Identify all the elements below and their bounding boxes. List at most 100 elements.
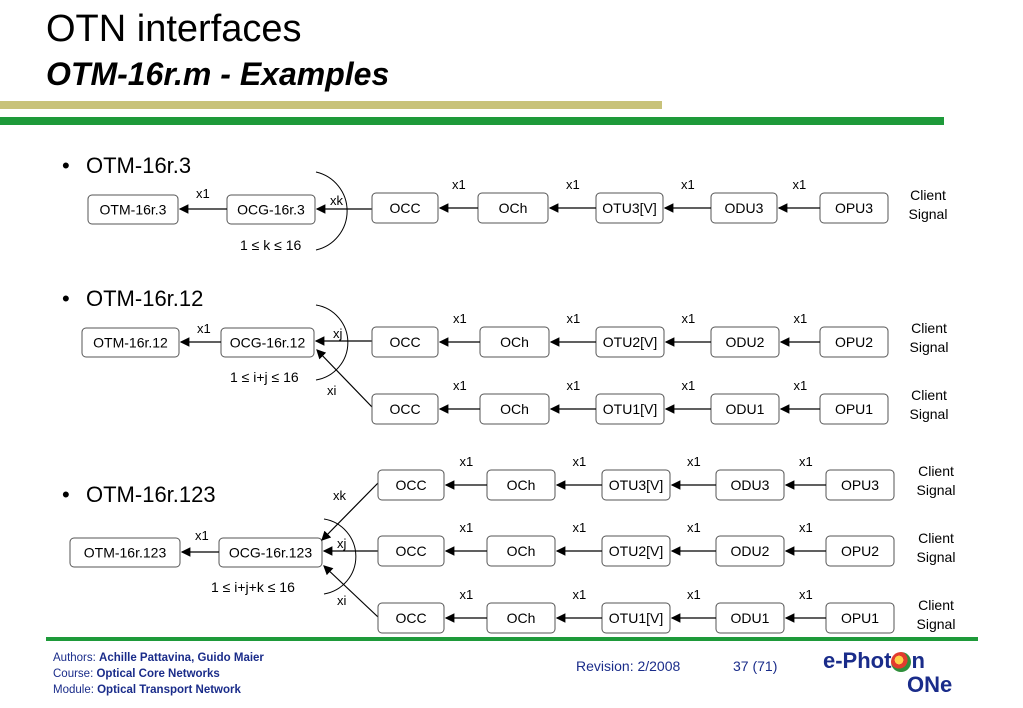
- ex2b-client-label: Signal: [910, 406, 949, 422]
- ex2a-opu2-label: OPU2: [835, 334, 873, 350]
- ex2a-otu2v-label: OTU2[V]: [603, 334, 657, 350]
- ex2a-client-label: Client: [911, 320, 947, 336]
- ex3b-client-label: Client: [918, 530, 954, 546]
- ex3c-och-label: OCh: [507, 610, 536, 626]
- ex3c-occ-label: OCC: [395, 610, 426, 626]
- ex3a-otu3v-label: OTU3[V]: [609, 477, 663, 493]
- revision: Revision: 2/2008: [576, 658, 681, 674]
- ex3a-occ-box: [377, 469, 445, 501]
- ex1-mult-label: x1: [566, 177, 580, 192]
- ex1-client-label: Client: [910, 187, 946, 203]
- module-label: Module:: [53, 684, 98, 696]
- ex2b-otu1v-label: OTU1[V]: [603, 401, 657, 417]
- ex2b-mult-label: x1: [682, 378, 696, 393]
- ex2-otm-box: [81, 327, 180, 358]
- ex2b-odu1-label: ODU1: [726, 401, 765, 417]
- ex2-arrow-i: [316, 349, 373, 408]
- ex1-otm-label: OTM-16r.3: [100, 202, 167, 218]
- ex3-mult-i: xi: [337, 593, 347, 608]
- ex2b-occ-label: OCC: [389, 401, 420, 417]
- ex1-otm-box: [87, 194, 179, 225]
- ex2a-mult-label: x1: [682, 311, 696, 326]
- ex1-occ-label: OCC: [389, 200, 420, 216]
- ex3a-mult-label: x1: [687, 454, 701, 469]
- ex3-range: 1 ≤ i+j+k ≤ 16: [211, 579, 295, 595]
- ex3c-mult-label: x1: [687, 587, 701, 602]
- ex2-ocg-label: OCG-16r.12: [230, 335, 306, 351]
- bullet-otm-16r12: •OTM-16r.12: [62, 286, 204, 311]
- ex2b-mult-label: x1: [567, 378, 581, 393]
- page-number: 37 (71): [733, 658, 778, 674]
- bullet-otm-16r3: •OTM-16r.3: [62, 153, 192, 178]
- ex2b-client-label: Client: [911, 387, 947, 403]
- ex1-odu3-label: ODU3: [725, 200, 764, 216]
- ex3a-mult-label: x1: [573, 454, 587, 469]
- ex3-otm-label: OTM-16r.123: [84, 545, 167, 561]
- ex1-client-label: Signal: [909, 206, 948, 222]
- module: Optical Transport Network: [97, 684, 241, 696]
- ex2-mult-i: xi: [327, 383, 337, 398]
- ex3c-odu1-label: ODU1: [731, 610, 770, 626]
- ex1-och-label: OCh: [499, 200, 528, 216]
- ex3a-och-label: OCh: [507, 477, 536, 493]
- title-underline-yellow: [0, 101, 662, 109]
- footer-credits: Authors: Achille Pattavina, Guido Maier …: [53, 650, 264, 698]
- ex3-arrow-i: [323, 565, 379, 618]
- bullet-label: OTM-16r.12: [86, 286, 204, 311]
- ex3b-occ-box: [377, 535, 445, 567]
- ex3b-mult-label: x1: [799, 520, 813, 535]
- ex3-range-arc: [323, 518, 357, 595]
- ex2b-opu1-label: OPU1: [835, 401, 873, 417]
- ex3-mult-j: xj: [337, 536, 347, 551]
- bullet-label: OTM-16r.123: [86, 482, 216, 507]
- ex3b-opu2-label: OPU2: [841, 543, 879, 559]
- ex1-range-arc: [315, 171, 348, 251]
- bullet-otm-16r123: •OTM-16r.123: [62, 482, 216, 507]
- ex3-mult-left: x1: [195, 528, 209, 543]
- ex2b-occ-box: [371, 393, 439, 425]
- ex2a-mult-label: x1: [567, 311, 581, 326]
- ex3c-client-label: Signal: [917, 616, 956, 632]
- ex2a-occ-box: [371, 326, 439, 358]
- ex2b-och-label: OCh: [500, 401, 529, 417]
- ex3b-client-label: Signal: [917, 549, 956, 565]
- ex2a-odu2-label: ODU2: [726, 334, 765, 350]
- ex2b-mult-label: x1: [794, 378, 808, 393]
- ex3a-opu3-label: OPU3: [841, 477, 879, 493]
- ex3a-client-label: Signal: [917, 482, 956, 498]
- page-subtitle: OTM-16r.m - Examples: [46, 56, 390, 92]
- ex3b-mult-label: x1: [460, 520, 474, 535]
- ex3-mult-k: xk: [333, 488, 347, 503]
- ex1-mult-left: x1: [196, 186, 210, 201]
- ex2a-mult-label: x1: [794, 311, 808, 326]
- bullet-label: OTM-16r.3: [86, 153, 192, 178]
- authors-label: Authors:: [53, 652, 100, 664]
- title-underline-green: [0, 117, 944, 125]
- ex1-mult-label: x1: [452, 177, 466, 192]
- ex1-occ-box: [371, 192, 439, 224]
- ex2a-client-label: Signal: [910, 339, 949, 355]
- ex3b-mult-label: x1: [573, 520, 587, 535]
- footer-divider: [46, 637, 978, 641]
- logo-text-n: n: [911, 648, 925, 673]
- ex3c-mult-label: x1: [799, 587, 813, 602]
- ex2-range: 1 ≤ i+j ≤ 16: [230, 369, 299, 385]
- ex3b-odu2-label: ODU2: [731, 543, 770, 559]
- ex2-range-arc: [315, 304, 349, 381]
- ex3b-otu2v-label: OTU2[V]: [609, 543, 663, 559]
- ex3b-occ-label: OCC: [395, 543, 426, 559]
- ex3-otm-box: [69, 537, 181, 568]
- ex1-otu3v-label: OTU3[V]: [602, 200, 656, 216]
- ex3c-mult-label: x1: [460, 587, 474, 602]
- ex3b-mult-label: x1: [687, 520, 701, 535]
- ex3c-occ-box: [377, 602, 445, 634]
- ex1-mult-ocg: xk: [330, 193, 344, 208]
- ex1-range: 1 ≤ k ≤ 16: [240, 237, 301, 253]
- ex3c-otu1v-label: OTU1[V]: [609, 610, 663, 626]
- ex3c-mult-label: x1: [573, 587, 587, 602]
- ex1-mult-label: x1: [793, 177, 807, 192]
- ex1-mult-label: x1: [681, 177, 695, 192]
- ex3a-mult-label: x1: [460, 454, 474, 469]
